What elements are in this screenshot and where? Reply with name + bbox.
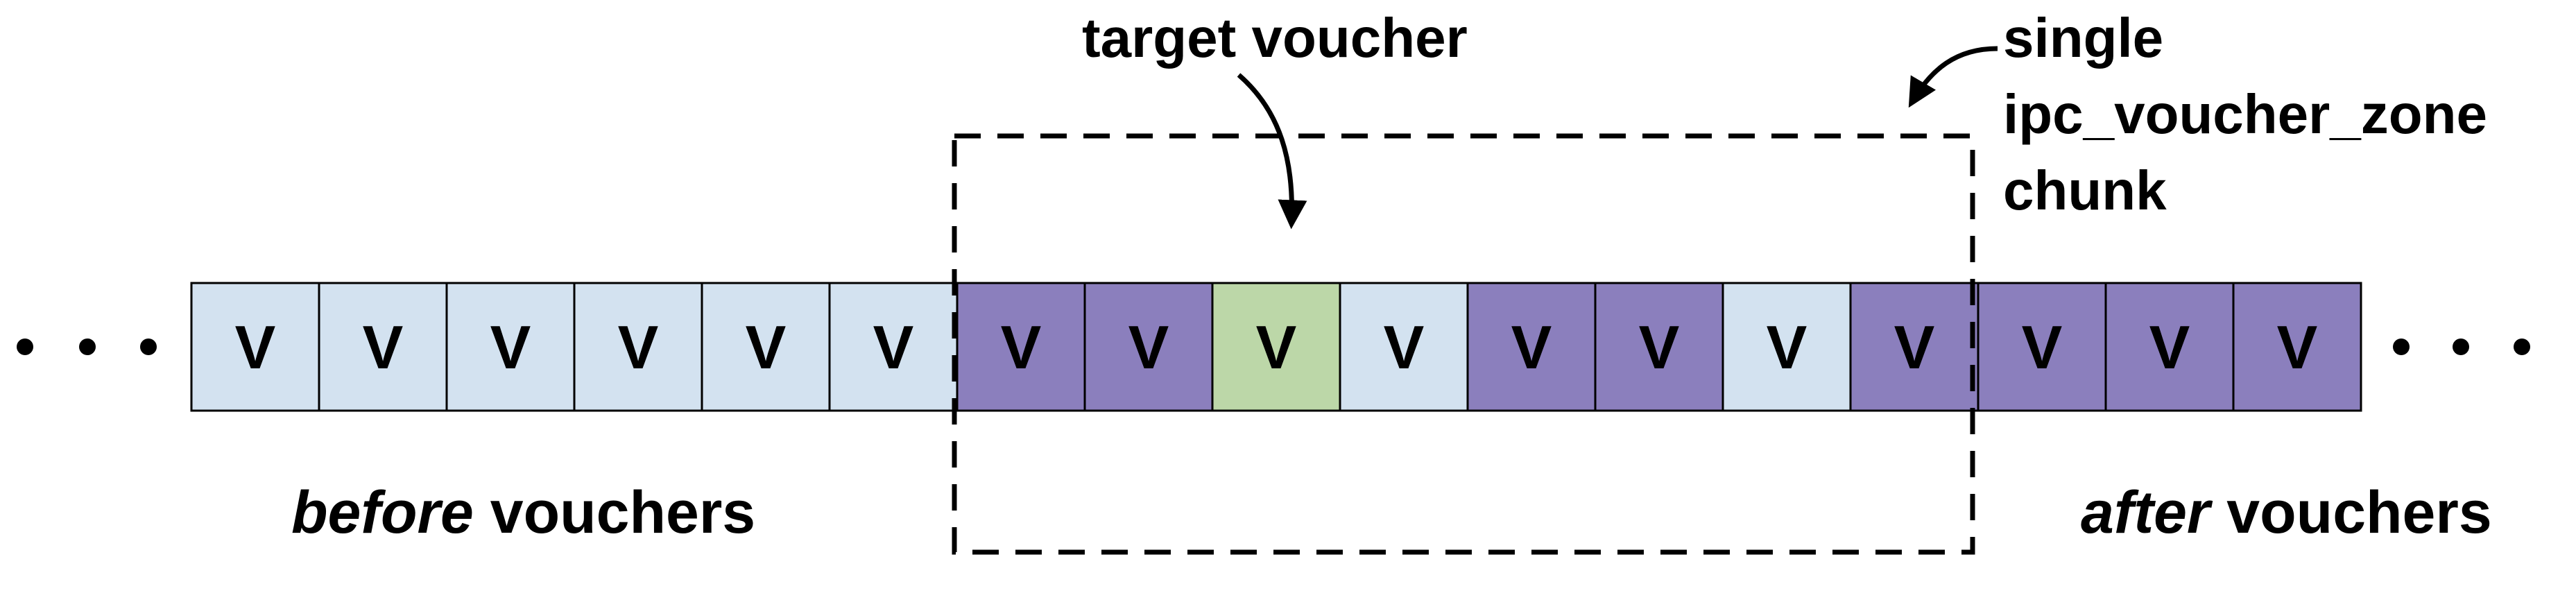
voucher-cell-box xyxy=(1211,282,1341,412)
voucher-cell-purple: V xyxy=(956,282,1086,412)
voucher-cell-label: V xyxy=(746,313,787,382)
voucher-cell-box xyxy=(1594,282,1724,412)
voucher-cell-box xyxy=(1721,282,1852,412)
chunk-label: single ipc_voucher_zone chunk xyxy=(2003,7,2487,221)
voucher-cell-box xyxy=(1083,282,1214,412)
after-vouchers-caption: after vouchers xyxy=(2081,479,2492,546)
voucher-cell-box xyxy=(190,282,320,412)
target-voucher-label: target voucher xyxy=(1082,7,1468,69)
voucher-cell-label: V xyxy=(2277,313,2318,382)
voucher-cell-light: V xyxy=(318,282,448,412)
voucher-cell-box xyxy=(1849,282,1980,412)
voucher-cell-label: V xyxy=(1384,313,1425,382)
voucher-cell-label: V xyxy=(618,313,659,382)
voucher-cell-label: V xyxy=(1767,313,1808,382)
voucher-cell-purple: V xyxy=(2104,282,2235,412)
voucher-cell-green: V xyxy=(1211,282,1341,412)
before-rest: vouchers xyxy=(474,479,755,546)
voucher-cell-label: V xyxy=(235,313,276,382)
voucher-cell-label: V xyxy=(1001,313,1042,382)
voucher-cell-label: V xyxy=(490,313,531,382)
voucher-cell-purple: V xyxy=(1849,282,1980,412)
voucher-cell-purple: V xyxy=(1977,282,2107,412)
chunk-label-line-1: single xyxy=(2003,7,2163,69)
voucher-cell-label: V xyxy=(1256,313,1297,382)
voucher-cell-light: V xyxy=(1721,282,1852,412)
before-vouchers-caption: before vouchers xyxy=(291,479,755,546)
voucher-cell-light: V xyxy=(701,282,831,412)
right-ellipsis xyxy=(2393,339,2530,355)
voucher-cell-box xyxy=(2232,282,2362,412)
voucher-cell-label: V xyxy=(1511,313,1552,382)
voucher-cell-label: V xyxy=(1639,313,1680,382)
left-ellipsis xyxy=(17,339,157,355)
chunk-dashed-box xyxy=(952,133,1975,555)
voucher-cell-light: V xyxy=(573,282,703,412)
voucher-cell-light: V xyxy=(1339,282,1469,412)
voucher-cell-label: V xyxy=(2149,313,2190,382)
chunk-label-line-3: chunk xyxy=(2003,160,2167,221)
before-italic-word: before xyxy=(291,479,474,546)
voucher-cell-purple: V xyxy=(1466,282,1597,412)
voucher-cell-light: V xyxy=(190,282,320,412)
voucher-cell-label: V xyxy=(1894,313,1935,382)
voucher-cell-purple: V xyxy=(1083,282,1214,412)
voucher-cell-box xyxy=(2104,282,2235,412)
voucher-cell-box xyxy=(1339,282,1469,412)
voucher-cell-label: V xyxy=(873,313,914,382)
voucher-cell-purple: V xyxy=(1594,282,1724,412)
after-italic-word: after xyxy=(2081,479,2213,546)
voucher-cell-box xyxy=(956,282,1086,412)
chunk-label-line-2: ipc_voucher_zone xyxy=(2003,83,2487,145)
voucher-cell-light: V xyxy=(828,282,959,412)
voucher-cell-box xyxy=(318,282,448,412)
voucher-cell-purple: V xyxy=(2232,282,2362,412)
voucher-cell-label: V xyxy=(363,313,404,382)
voucher-cell-box xyxy=(828,282,959,412)
voucher-cell-label: V xyxy=(2022,313,2063,382)
voucher-cell-box xyxy=(445,282,576,412)
target-voucher-arrow xyxy=(1237,73,1307,230)
voucher-cell-label: V xyxy=(1128,313,1169,382)
chunk-arrow xyxy=(1908,46,1998,108)
voucher-cell-box xyxy=(701,282,831,412)
voucher-cell-light: V xyxy=(445,282,576,412)
after-rest: vouchers xyxy=(2210,479,2491,546)
